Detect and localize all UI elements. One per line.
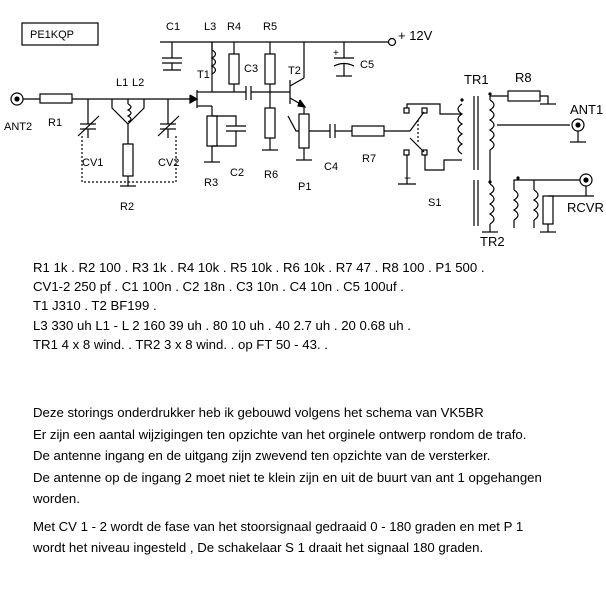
r7-label: R7 — [362, 153, 376, 165]
description-line: Deze storings onderdrukker heb ik gebouw… — [33, 405, 484, 420]
callsign-box — [21, 22, 99, 46]
description: Deze storings onderdrukker heb ik gebouw… — [33, 402, 598, 559]
cv-ganged-link — [81, 136, 177, 183]
c2-capacitor — [212, 115, 246, 147]
svg-text:+: + — [333, 48, 339, 59]
s1-label: S1 — [428, 197, 441, 209]
description-line: De antenne op de ingang 2 moet niet te k… — [33, 469, 542, 485]
ant2-connector — [10, 92, 40, 106]
supply-label: + 12V — [398, 28, 433, 43]
r6-label: R6 — [264, 169, 278, 181]
r1-resistor — [39, 93, 195, 104]
description-line: De antenne ingang en de uitgang zijn zwe… — [33, 448, 491, 463]
c5-label: C5 — [360, 59, 374, 71]
description-line: Er zijn een aantal wijzigingen ten opzic… — [33, 426, 527, 442]
rcvr-label: RCVR — [567, 200, 604, 215]
r8-label: R8 — [515, 70, 532, 85]
r6-resistor — [262, 107, 278, 151]
t1-label: T1 — [197, 69, 210, 81]
svg-text:−: − — [404, 171, 411, 185]
c1-capacitor — [162, 42, 182, 71]
l1-l2-coils — [111, 99, 145, 144]
r1-label: R1 — [48, 117, 62, 129]
tr1-transformer — [450, 92, 570, 172]
r4-label: R4 — [227, 21, 241, 33]
r8-resistor — [507, 90, 556, 105]
description-line: wordt het niveau ingesteld , De schakela… — [33, 540, 484, 555]
description-line: worden. — [33, 491, 80, 506]
r5-label: R5 — [263, 21, 277, 33]
gate-arrow — [189, 94, 199, 105]
parts-list: R1 1k . R2 100 . R3 1k . R4 10k . R5 10k… — [33, 258, 593, 354]
s1-switch: − — [398, 103, 450, 185]
t2-transistor — [270, 42, 307, 114]
parts-line-transistors: T1 J310 . T2 BF199 . — [33, 298, 157, 314]
r3-label: R3 — [204, 177, 218, 189]
cv2-label: CV2 — [158, 157, 179, 169]
r3-resistor — [204, 115, 220, 163]
parts-line-resistors: R1 1k . R2 100 . R3 1k . R4 10k . R5 10k… — [33, 260, 485, 275]
ant2-label: ANT2 — [4, 121, 32, 133]
c5-capacitor: + — [333, 42, 355, 77]
ant1-connector — [570, 118, 586, 143]
callsign-label: PE1KQP — [30, 29, 74, 41]
tr1-label: TR1 — [464, 72, 489, 87]
c1-label: C1 — [166, 21, 180, 33]
tr2-label: TR2 — [480, 234, 505, 249]
circuit-schematic: PE1KQP ANT2 R1 CV1 L1 L2 R2 — [4, 21, 604, 249]
description-line: Met CV 1 - 2 wordt de fase van het stoor… — [33, 518, 524, 534]
r2-label: R2 — [120, 201, 134, 213]
r5-resistor — [264, 42, 276, 108]
c3-capacitor — [245, 86, 270, 100]
tr2-transformer — [473, 172, 580, 233]
cv2-capacitor — [157, 99, 180, 138]
supply-terminal — [387, 37, 397, 47]
c4-capacitor — [329, 124, 352, 138]
cv1-label: CV1 — [82, 157, 103, 169]
c2-label: C2 — [230, 167, 244, 179]
t2-label: T2 — [288, 65, 301, 77]
r2-resistor — [120, 143, 136, 187]
p1-label: P1 — [298, 181, 311, 193]
l1-label: L1 — [116, 77, 128, 89]
r7-resistor — [351, 125, 410, 137]
parts-line-inductors: L3 330 uh L1 - L 2 160 39 uh . 80 10 uh … — [33, 317, 411, 333]
rcvr-connector — [540, 173, 594, 233]
cv1-capacitor — [77, 99, 100, 138]
c4-label: C4 — [324, 161, 338, 173]
l3-label: L3 — [204, 21, 216, 33]
l3-coil — [210, 42, 217, 75]
ant1-label: ANT1 — [570, 102, 603, 117]
parts-line-transformers: TR1 4 x 8 wind. . TR2 3 x 8 wind. . op F… — [33, 336, 328, 352]
p1-potentiometer — [287, 113, 330, 161]
l2-label: L2 — [132, 77, 144, 89]
parts-line-capacitors: CV1-2 250 pf . C1 100n . C2 18n . C3 10n… — [33, 279, 404, 295]
r4-resistor — [212, 42, 246, 93]
c3-label: C3 — [244, 63, 258, 75]
